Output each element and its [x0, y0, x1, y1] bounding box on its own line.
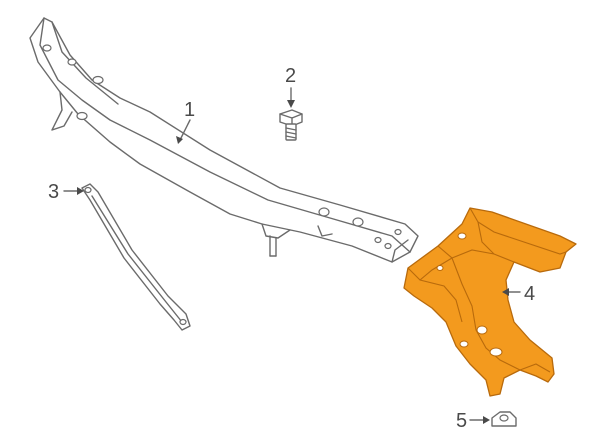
callout-2: 2 — [285, 65, 296, 108]
nut-part — [491, 411, 517, 427]
callout-5: 5 — [456, 410, 490, 427]
callout-5-number: 5 — [456, 410, 467, 427]
callout-1-number: 1 — [184, 99, 195, 121]
crossmember-part — [29, 17, 419, 263]
bracket-part-highlighted — [403, 207, 577, 397]
callout-3-number: 3 — [48, 181, 59, 203]
callout-4-number: 4 — [524, 283, 535, 305]
callout-4: 4 — [502, 283, 535, 305]
brace-part — [81, 183, 191, 331]
callout-3: 3 — [48, 181, 84, 203]
bolt-part — [279, 109, 303, 141]
callout-2-number: 2 — [285, 65, 296, 87]
callout-1: 1 — [176, 99, 195, 144]
